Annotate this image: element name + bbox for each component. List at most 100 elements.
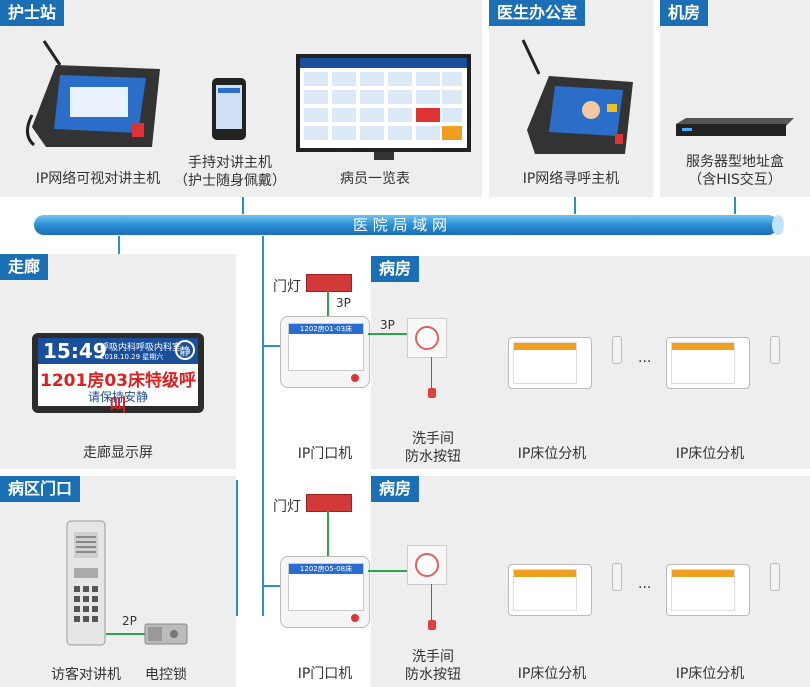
ward2-bed-terminal-b-screen: [671, 569, 735, 611]
branch-entrance: [236, 480, 238, 616]
ward2-button-label-line1: 洗手间: [412, 649, 454, 665]
ward2-button-wire: [368, 570, 408, 572]
ward2-waterproof-button: [407, 545, 447, 585]
ward1-bed-terminal-b: [666, 337, 750, 389]
ward1-lamp-wire-label: 3P: [336, 296, 351, 310]
visitor-intercom-icon: [66, 520, 106, 646]
lock-wire-label: 2P: [122, 614, 137, 628]
ward2-bed-handset-a: [612, 563, 622, 591]
ward2-door-screen-text: 1202房05-08床: [289, 564, 363, 574]
ward1-button-wire: [368, 333, 408, 335]
ward1-button-label-line1: 洗手间: [412, 431, 454, 447]
ward1-pull-cord-handle: [428, 388, 436, 398]
ward2-pull-cord: [431, 584, 432, 620]
ward1-bed-handset-b: [770, 336, 780, 364]
ward2-door-lamp: [306, 494, 352, 512]
ward2-bed-terminal-a: [508, 564, 592, 616]
electric-lock-label: 电控锁: [145, 667, 187, 683]
doctor-office-title: 医生办公室: [489, 0, 586, 26]
corridor-panel: 走廊 15:49 呼吸内科呼吸内科室 2018.10.29 星期六 静 1201…: [0, 254, 236, 469]
ward1-waterproof-button-face[interactable]: [415, 326, 439, 350]
visitor-intercom-label: 访客对讲机: [51, 667, 121, 683]
ward1-button-wire-label: 3P: [380, 318, 395, 332]
corridor-display-screen: 15:49 呼吸内科呼吸内科室 2018.10.29 星期六 静 1201房03…: [38, 338, 198, 416]
handheld-intercom-icon: [212, 78, 246, 140]
quiet-badge: 静: [175, 340, 195, 360]
ward1-waterproof-button: [407, 318, 447, 358]
machine-room-panel: 机房 服务器型地址盒 （含HIS交互）: [660, 0, 810, 197]
lan-label: 医 院 局 域 网: [352, 216, 448, 234]
machine-room-title: 机房: [660, 0, 709, 26]
lock-wire: [106, 633, 148, 635]
ward2-door-screen: 1202房05-08床: [288, 563, 364, 611]
ward1-door-call-button[interactable]: [351, 374, 359, 382]
ward2-waterproof-button-face[interactable]: [415, 553, 439, 577]
ward1-ellipsis: ...: [638, 350, 652, 366]
paging-host-label: IP网络寻呼主机: [522, 171, 620, 187]
corridor-ward: 呼吸内科呼吸内科室: [100, 343, 182, 353]
corridor-display-header: 15:49 呼吸内科呼吸内科室 2018.10.29 星期六 静: [38, 338, 198, 364]
corridor-call-text: 1201房03床特级呼叫: [40, 371, 196, 416]
ward2-bed-terminal-b: [666, 564, 750, 616]
doctor-office-panel: 医生办公室 IP网络寻呼主机: [489, 0, 653, 197]
connector-doctor: [574, 197, 576, 214]
ward1-bed-handset-a: [612, 336, 622, 364]
ward2-button-label: 洗手间 防水按钮: [398, 648, 468, 684]
patient-list-board-label: 病员一览表: [340, 171, 410, 187]
server-label-line1: 服务器型地址盒: [686, 154, 784, 170]
ward2-bed-label-a: IP床位分机: [517, 666, 587, 682]
ward1-bed-label-b: IP床位分机: [675, 446, 745, 462]
electric-lock-icon: [144, 623, 188, 645]
nurse-station-title: 护士站: [0, 0, 65, 26]
ward-entrance-panel: 病区门口 2P 访客对讲机 电控锁: [0, 476, 236, 687]
ward2-door-call-button[interactable]: [351, 614, 359, 622]
server-address-box-label: 服务器型地址盒 （含HIS交互）: [665, 153, 805, 189]
ward2-ellipsis: ...: [638, 576, 652, 592]
video-intercom-host-label: IP网络可视对讲主机: [35, 171, 161, 187]
server-address-box-icon: [676, 118, 794, 136]
handheld-label-line2: （护士随身佩戴）: [174, 173, 286, 189]
corridor-display: 15:49 呼吸内科呼吸内科室 2018.10.29 星期六 静 1201房03…: [32, 333, 204, 416]
ward1-bed-terminal-a: [508, 337, 592, 389]
ward2-title: 病房: [371, 476, 420, 502]
ward1-lamp-wire: [327, 291, 329, 316]
ward2-door-unit: 1202房05-08床: [280, 556, 370, 628]
ward2-bed-handset-b: [770, 563, 780, 591]
corridor-time: 15:49: [43, 339, 107, 363]
ward2-door-unit-label: IP门口机: [297, 666, 353, 682]
ward1-door-unit: 1202房01-03床: [280, 316, 370, 388]
connector-corridor: [118, 236, 120, 254]
branch-ward1: [262, 345, 280, 347]
ward2-lamp-wire: [327, 511, 329, 557]
ward1-title: 病房: [371, 256, 420, 282]
connector-server: [734, 197, 736, 214]
corridor-display-label: 走廊显示屏: [83, 445, 153, 461]
ward1-bed-terminal-a-screen: [513, 342, 577, 384]
ward1-door-lamp: [306, 274, 352, 292]
ward1-button-label: 洗手间 防水按钮: [398, 430, 468, 466]
ward1-door-lamp-label: 门灯: [273, 279, 301, 295]
ward2-door-lamp-label: 门灯: [273, 499, 301, 515]
ward1-pull-cord: [431, 357, 432, 389]
ward2-bed-label-b: IP床位分机: [675, 666, 745, 682]
ward2-button-label-line2: 防水按钮: [405, 667, 461, 683]
ward1-button-label-line2: 防水按钮: [405, 449, 461, 465]
nurse-station-panel: 护士站 IP网络可视对讲主机 手持对讲主机 （护士随身佩戴） 病员一览表: [0, 0, 482, 197]
branch-ward2: [262, 585, 280, 587]
ward1-door-screen: 1202房01-03床: [288, 323, 364, 371]
ward1-door-screen-text: 1202房01-03床: [289, 324, 363, 334]
handheld-label-line1: 手持对讲主机: [188, 155, 272, 171]
ward2-bed-terminal-a-screen: [513, 569, 577, 611]
lan-pipe: [34, 215, 784, 235]
patient-list-board-icon: [296, 54, 471, 160]
ward1-bed-terminal-b-screen: [671, 342, 735, 384]
corridor-date: 2018.10.29 星期六: [100, 353, 164, 361]
server-label-line2: （含HIS交互）: [688, 172, 782, 188]
ward-entrance-title: 病区门口: [0, 476, 81, 502]
video-intercom-host-icon: [26, 40, 160, 147]
trunk-vertical: [262, 236, 264, 616]
paging-host-icon: [521, 39, 633, 154]
connector-handheld: [242, 197, 244, 214]
corridor-title: 走廊: [0, 254, 49, 280]
ward1-door-unit-label: IP门口机: [297, 446, 353, 462]
